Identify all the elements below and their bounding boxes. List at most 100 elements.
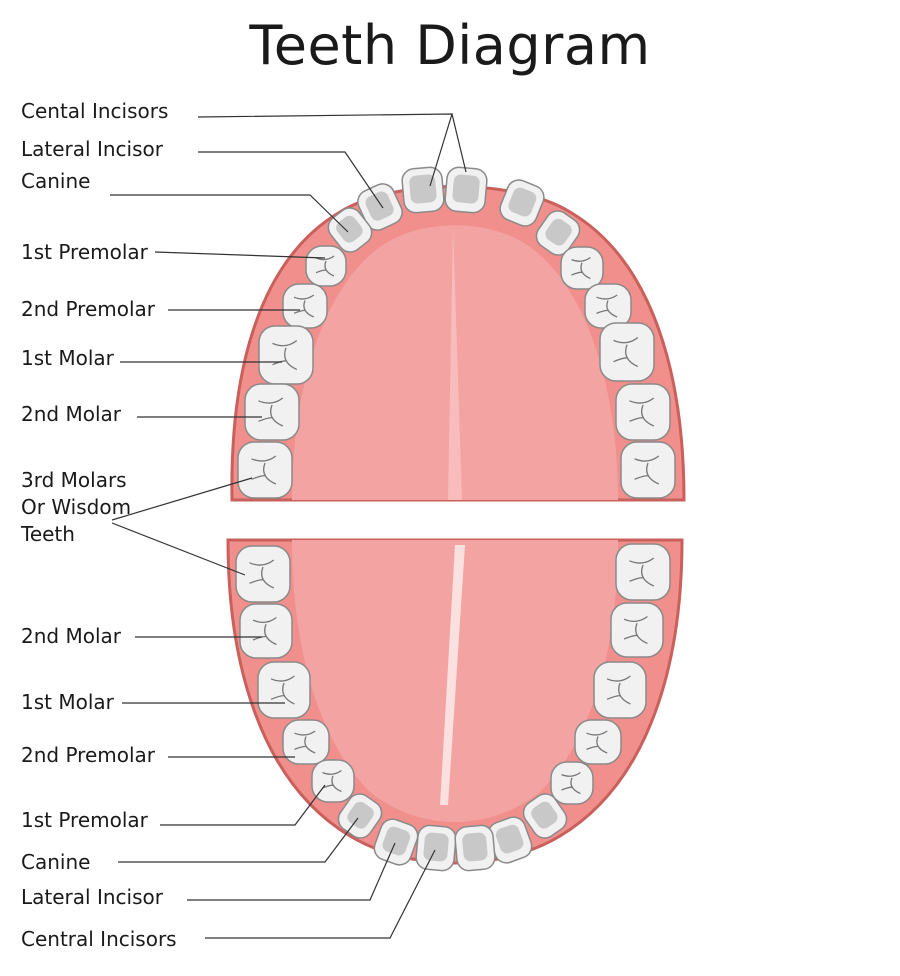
tooth-shade (365, 191, 394, 221)
label-3rd-molars-line2: Or Wisdom (21, 495, 132, 519)
tooth-grooves (315, 255, 335, 277)
tooth-grooves (634, 455, 660, 485)
label-upper-2nd-premolar: 2nd Premolar (21, 297, 156, 321)
tooth-grooves (249, 559, 275, 589)
diagram-title: Teeth Diagram (249, 14, 651, 77)
tooth-grooves (258, 397, 284, 427)
leader-line (198, 151, 384, 209)
tooth-crown (615, 383, 671, 441)
tooth-shade (495, 824, 524, 854)
leader-line (111, 522, 246, 576)
leader-lines (110, 113, 467, 939)
tooth (373, 818, 419, 866)
tooth-shade (382, 826, 411, 856)
tooth (499, 179, 545, 227)
tooth (305, 245, 347, 287)
label-upper-lateral-incisor: Lateral Incisor (21, 137, 163, 161)
leader-line (451, 113, 467, 173)
tooth (535, 210, 581, 256)
tooth-crown (560, 246, 604, 290)
label-lower-canine: Canine (21, 850, 91, 874)
tooth (444, 166, 488, 214)
tooth (522, 793, 568, 839)
tooth-shade (545, 218, 572, 246)
tongue-midline (440, 545, 465, 805)
tooth (311, 759, 355, 803)
label-upper-1st-molar: 1st Molar (21, 346, 114, 370)
tooth-shade (531, 801, 558, 829)
tooth (550, 761, 594, 805)
tooth (615, 543, 671, 601)
tooth (415, 824, 457, 872)
tooth (235, 545, 291, 603)
leader-line (110, 194, 349, 233)
tooth-shade (462, 832, 488, 862)
tooth-crown (610, 602, 664, 658)
tooth (244, 383, 300, 441)
tooth (454, 824, 496, 872)
tooth-crown (239, 603, 293, 659)
tooth-grooves (629, 397, 655, 427)
tooth (258, 325, 314, 385)
tooth-grooves (596, 294, 618, 318)
tooth-crown (282, 283, 328, 329)
tooth (337, 793, 383, 839)
tooth (327, 207, 373, 253)
tooth-shade (508, 187, 537, 217)
tooth-shade (347, 801, 374, 829)
tooth (257, 661, 311, 719)
tooth (357, 183, 403, 231)
label-lower-1st-molar: 1st Molar (21, 690, 114, 714)
tooth-crown (257, 661, 311, 719)
tooth-grooves (613, 336, 639, 368)
tooth (584, 283, 632, 329)
tooth-shade (423, 832, 449, 862)
leader-line (205, 849, 436, 939)
label-upper-1st-premolar: 1st Premolar (21, 240, 148, 264)
leader-line (154, 251, 326, 259)
tooth-grooves (270, 675, 295, 705)
tooth-crown (620, 441, 676, 499)
tooth-crown (244, 383, 300, 441)
tooth (593, 661, 647, 719)
tooth (239, 603, 293, 659)
label-3rd-molars-line3: Teeth (21, 522, 75, 546)
label-3rd-molars-line1: 3rd Molars (21, 468, 127, 492)
tooth (560, 246, 604, 290)
tooth (237, 441, 293, 499)
tooth-crown (574, 719, 622, 765)
label-upper-2nd-molar: 2nd Molar (21, 402, 121, 426)
tooth-crown (237, 441, 293, 499)
tooth-grooves (293, 294, 315, 318)
label-upper-central-incisors: Cental Incisors (21, 99, 169, 123)
tooth-crown (305, 245, 347, 287)
label-lower-central-incisors: Central Incisors (21, 927, 177, 951)
tooth (574, 719, 622, 765)
tooth (615, 383, 671, 441)
tooth-crown (311, 759, 355, 803)
tooth (401, 166, 445, 214)
tooth-grooves (571, 256, 591, 280)
palate-raphe (448, 228, 462, 500)
tooth-grooves (586, 730, 608, 754)
tooth (620, 441, 676, 499)
leader-line (160, 784, 326, 826)
tooth (599, 322, 655, 382)
label-upper-canine: Canine (21, 169, 91, 193)
label-lower-2nd-molar: 2nd Molar (21, 624, 121, 648)
tooth-crown (235, 545, 291, 603)
tooth-crown (258, 325, 314, 385)
tooth-grooves (561, 771, 581, 795)
tooth (282, 719, 330, 765)
tooth (282, 283, 328, 329)
leader-line (118, 817, 359, 863)
tooth-shade (452, 174, 480, 204)
label-lower-1st-premolar: 1st Premolar (21, 808, 148, 832)
tooth (610, 602, 664, 658)
tooth-shade (409, 174, 437, 204)
tooth-crown (599, 322, 655, 382)
tooth-grooves (606, 675, 631, 705)
teeth (235, 166, 676, 872)
